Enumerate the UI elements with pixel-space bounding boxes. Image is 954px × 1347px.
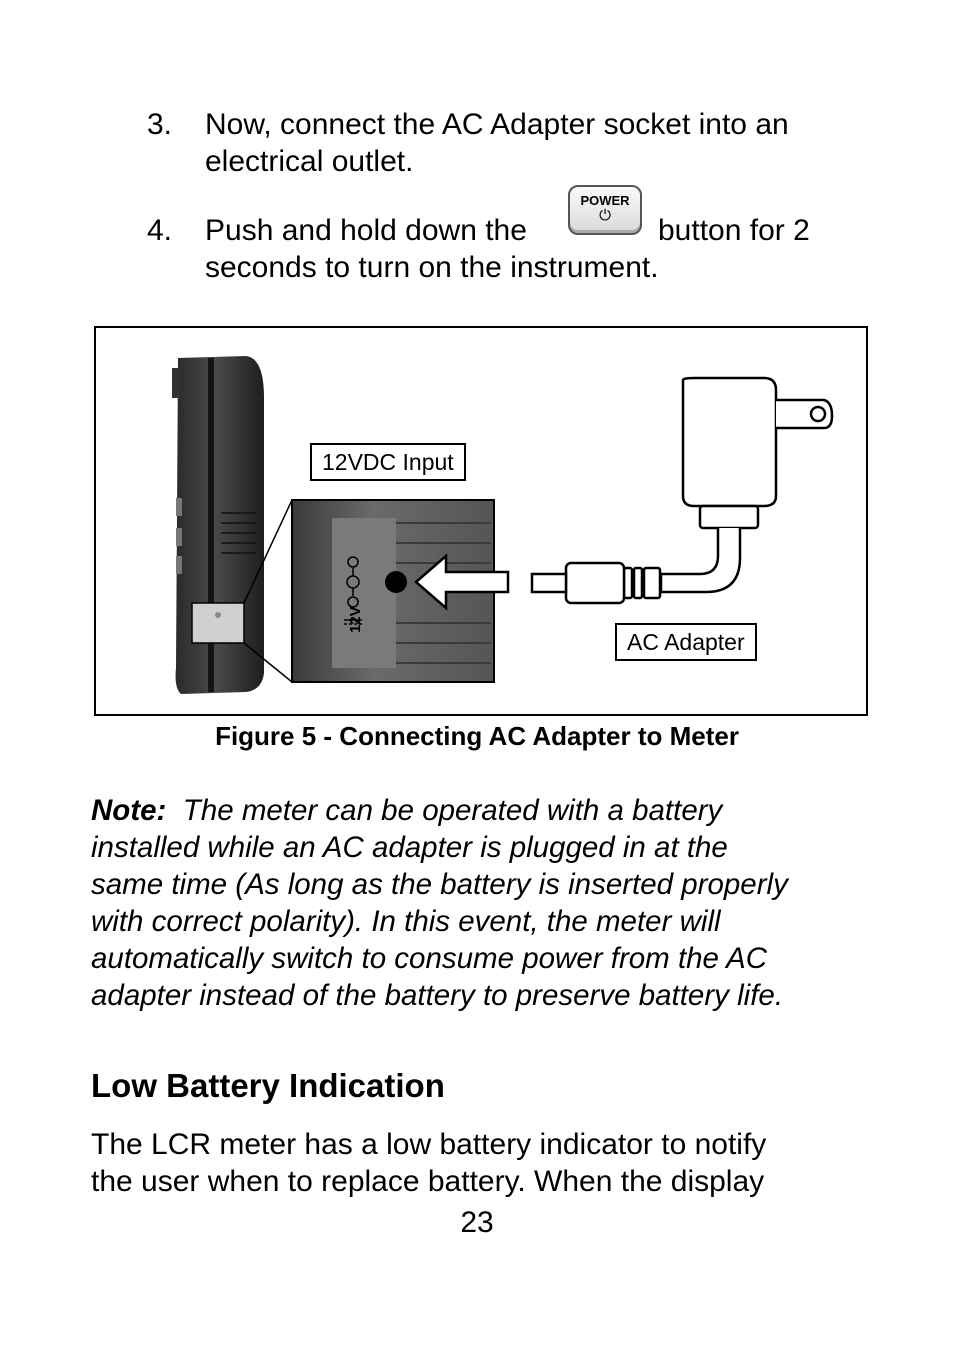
step-3-line-1: Now, connect the AC Adapter socket into … <box>205 108 789 141</box>
step-3-line-2: electrical outlet. <box>205 145 414 178</box>
note-paragraph: Note: The meter can be operated with a b… <box>91 792 871 1014</box>
note-line-2: installed while an AC adapter is plugged… <box>91 831 728 864</box>
zoom-line-top <box>243 499 293 604</box>
page-number: 23 <box>460 1206 494 1239</box>
label-12vdc-input: 12VDC Input <box>310 443 466 481</box>
step-4-number: 4. <box>147 214 173 247</box>
power-symbol-icon: ⏻ <box>599 207 611 224</box>
note-line-1: Note: The meter can be operated with a b… <box>91 792 871 829</box>
dc-jack-socket <box>385 571 407 593</box>
note-line-6: adapter instead of the battery to preser… <box>91 979 784 1012</box>
figure-illustration: 12V <box>172 356 834 694</box>
note-line-5: automatically switch to consume power fr… <box>91 942 768 975</box>
section-body-line-2: the user when to replace battery. When t… <box>91 1165 765 1198</box>
insert-arrow-icon <box>414 553 510 611</box>
step-4-text-before-icon: Push and hold down the <box>205 214 527 247</box>
note-line-1-text: The meter can be operated with a battery <box>182 794 723 827</box>
ac-adapter-illustration <box>530 376 834 605</box>
figure-caption: Figure 5 - Connecting AC Adapter to Mete… <box>215 721 739 751</box>
section-body: The LCR meter has a low battery indicato… <box>91 1126 871 1200</box>
step-3-number: 3. <box>147 108 173 141</box>
section-heading: Low Battery Indication <box>91 1067 445 1104</box>
jack-voltage-label: 12V <box>347 606 364 633</box>
section-body-line-1: The LCR meter has a low battery indicato… <box>91 1128 767 1161</box>
zoom-line-bottom <box>243 642 293 683</box>
power-button-icon: POWER ⏻ <box>568 185 642 235</box>
figure-frame: 12V 12VDC Input AC Adapter <box>94 326 868 716</box>
power-button-label: POWER <box>580 193 630 208</box>
label-ac-adapter: AC Adapter <box>615 623 757 661</box>
meter-side-view <box>172 356 264 694</box>
note-line-4: with correct polarity). In this event, t… <box>91 905 721 938</box>
note-line-3: same time (As long as the battery is ins… <box>91 868 788 901</box>
step-4-text-after-icon: button for 2 <box>658 214 810 247</box>
note-lead: Note: <box>91 794 167 827</box>
step-4-line-2: seconds to turn on the instrument. <box>205 251 659 284</box>
